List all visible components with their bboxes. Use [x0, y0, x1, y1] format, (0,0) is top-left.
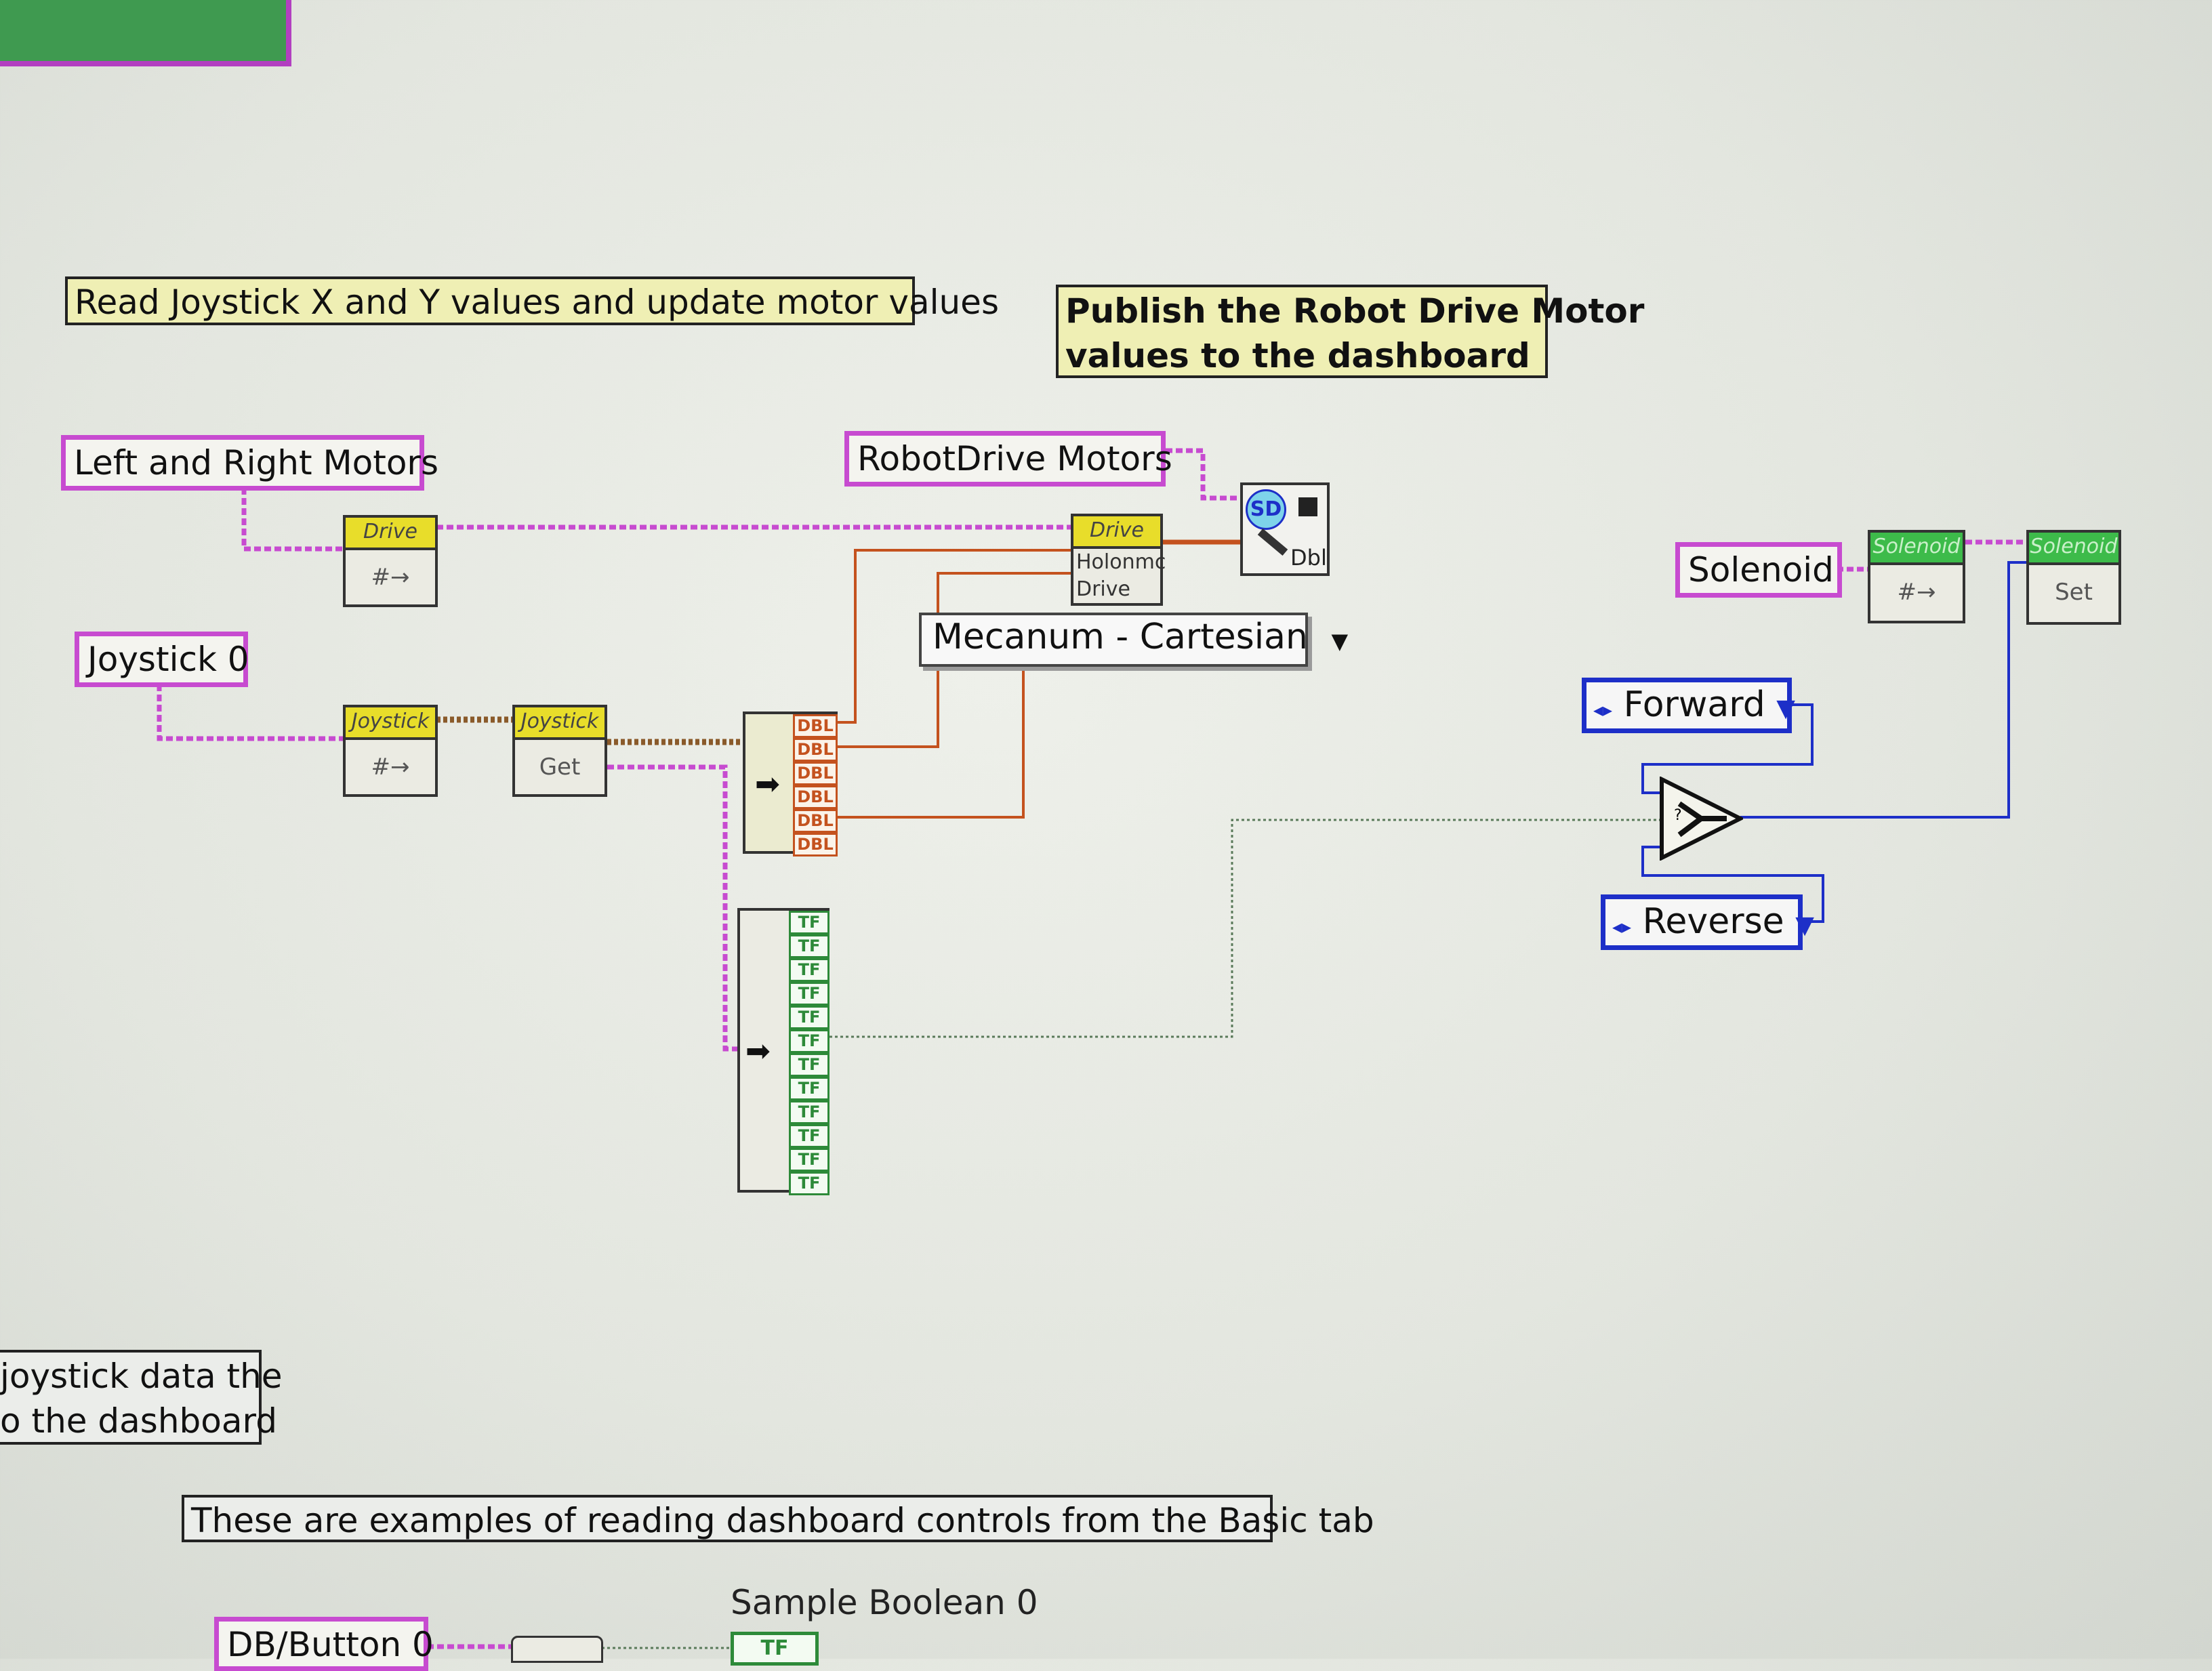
tf-cell: TF — [789, 1053, 830, 1077]
holonomic-line1: Holonmc — [1076, 550, 1166, 574]
tf-cell: TF — [789, 934, 830, 958]
chevron-down-icon[interactable]: ▼ — [1776, 695, 1795, 722]
wire-forward — [1641, 703, 1814, 794]
joystick-get-node[interactable]: Joystick Get — [512, 705, 607, 797]
comment-joystick-data-line2: o the dashboard — [0, 1401, 277, 1441]
tf-cell: TF — [789, 1029, 830, 1053]
dbl-cell: DBL — [793, 714, 838, 738]
joystick-get-header: Joystick — [515, 707, 605, 740]
joystick-reference-node[interactable]: Joystick #→ — [343, 705, 438, 797]
joystick-ref-icon: #→ — [371, 754, 410, 781]
label-db-button0[interactable]: DB/Button 0 — [214, 1617, 434, 1671]
label-left-right-motors[interactable]: Left and Right Motors — [61, 435, 438, 491]
joystick-ref-header: Joystick — [346, 707, 435, 740]
comment-dashboard-examples: These are examples of reading dashboard … — [182, 1495, 1374, 1542]
solenoid-set-node[interactable]: Solenoid Set — [2026, 530, 2121, 625]
reverse-enum-constant[interactable]: ◂▸ Reverse ▼ — [1601, 894, 1814, 950]
holonomic-header: Drive — [1073, 516, 1160, 549]
tf-cell: TF — [789, 1006, 830, 1029]
comment-publish-line2: values to the dashboard — [1065, 336, 1530, 375]
label-joystick0[interactable]: Joystick 0 — [75, 632, 249, 687]
wire-axis-z — [838, 671, 1025, 819]
tf-cell: TF — [789, 1100, 830, 1124]
drive-mode-value: Mecanum - Cartesian — [933, 617, 1308, 657]
forward-value: Forward — [1623, 684, 1765, 725]
pencil-icon — [1257, 528, 1288, 556]
drive-ref-header: Drive — [346, 518, 435, 550]
forward-enum-constant[interactable]: ◂▸ Forward ▼ — [1582, 678, 1795, 733]
holonomic-drive-node[interactable]: Drive Holonmc Drive — [1071, 514, 1166, 606]
comment-read-joystick: Read Joystick X and Y values and update … — [65, 276, 999, 325]
chevron-down-icon[interactable]: ▼ — [1795, 911, 1814, 939]
solenoid-reference-node[interactable]: Solenoid #→ — [1868, 530, 1965, 623]
joystick-get-label: Get — [539, 754, 581, 781]
drive-reference-node[interactable]: Drive #→ — [343, 515, 438, 607]
wire-left-right-motors — [241, 488, 344, 552]
label-sample-boolean0: Sample Boolean 0 — [731, 1583, 1038, 1622]
dbl-cell: DBL — [793, 738, 838, 762]
arrow-right-icon: ➡ — [745, 1034, 771, 1069]
wire-joystick0 — [157, 684, 344, 741]
smartdashboard-write-icon: SD — [1246, 489, 1286, 530]
db-read-node[interactable] — [511, 1636, 603, 1663]
dbl-cell: DBL — [793, 809, 838, 833]
enum-marker-icon: ◂▸ — [1612, 915, 1632, 938]
comment-publish-line1: Publish the Robot Drive Motor — [1065, 291, 1645, 331]
sample-boolean-indicator[interactable]: TF — [731, 1632, 819, 1666]
label-solenoid[interactable]: Solenoid — [1675, 542, 1842, 598]
sd-label: SD — [1250, 497, 1282, 521]
tf-cell: TF — [789, 1077, 830, 1100]
tf-cell: TF — [789, 982, 830, 1006]
tf-cell: TF — [789, 1148, 830, 1172]
label-robotdrive-motors[interactable]: RobotDrive Motors — [844, 431, 1172, 487]
drive-ref-icon: #→ — [371, 564, 410, 591]
solenoid-set-header: Solenoid — [2029, 533, 2118, 565]
wire-select-to-set — [1740, 561, 2026, 819]
chevron-down-icon[interactable]: ▼ — [1331, 628, 1349, 654]
solenoid-ref-icon: #→ — [1897, 579, 1936, 606]
solenoid-set-label: Set — [2055, 579, 2093, 606]
reverse-value: Reverse — [1642, 901, 1784, 942]
tf-cell: TF — [789, 1124, 830, 1148]
solenoid-ref-header: Solenoid — [1870, 533, 1963, 565]
tf-cell: TF — [789, 958, 830, 982]
enum-marker-icon: ◂▸ — [1593, 699, 1613, 721]
drive-mode-ring-constant[interactable]: Mecanum - Cartesian ▼ — [919, 613, 1348, 667]
wire-button-to-select — [830, 819, 1662, 1038]
wire-joystick-get-buttons — [607, 764, 737, 1052]
wire-robotdrive-motors — [1166, 448, 1244, 501]
sd-type-label: Dbl — [1290, 545, 1327, 571]
dbl-cell: DBL — [793, 762, 838, 785]
tf-cell: TF — [789, 1172, 830, 1195]
holonomic-line2: Drive — [1076, 577, 1130, 601]
dbl-cell: DBL — [793, 785, 838, 809]
wire-axis-x — [838, 549, 1073, 724]
svg-text:?: ? — [1674, 807, 1682, 824]
tf-cell: TF — [789, 911, 830, 934]
wire-reverse — [1641, 846, 1824, 923]
arrow-right-icon: ➡ — [755, 767, 780, 802]
select-function-icon[interactable]: ? — [1659, 777, 1743, 861]
comment-joystick-data-line1: joystick data the — [0, 1357, 283, 1396]
dbl-cell: DBL — [793, 833, 838, 857]
grid-icon — [1298, 497, 1317, 516]
comment-joystick-data: joystick data the o the dashboard — [0, 1350, 283, 1445]
smartdashboard-write-node[interactable]: SD Dbl — [1240, 482, 1330, 576]
corner-structure-block — [0, 0, 291, 66]
comment-publish-motors: Publish the Robot Drive Motor values to … — [1056, 285, 1645, 378]
